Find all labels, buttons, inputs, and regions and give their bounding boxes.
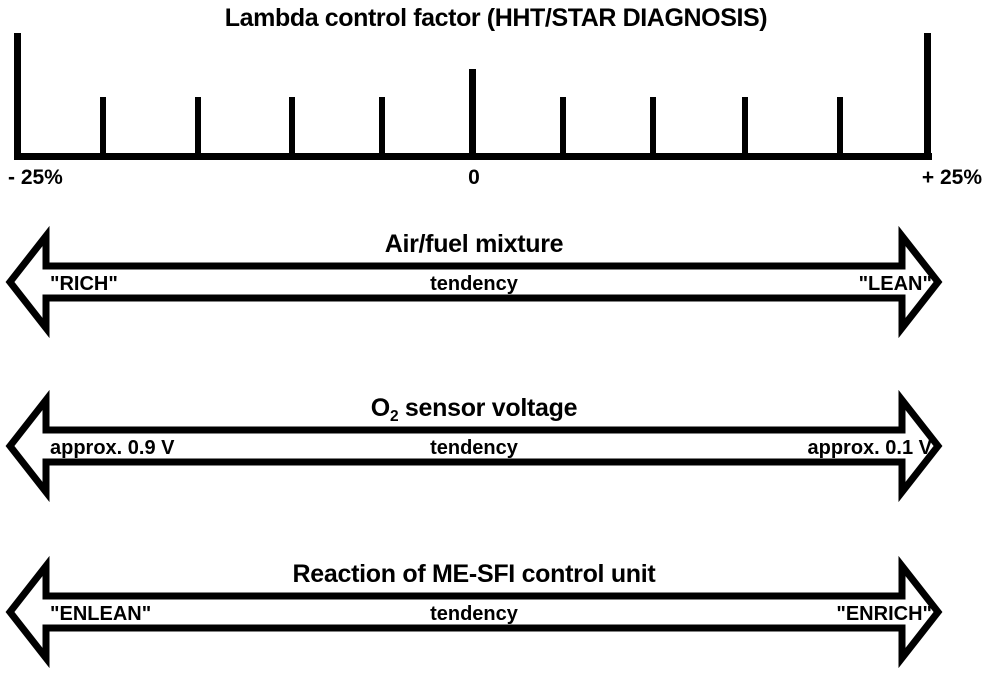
- tick-minor: [742, 97, 748, 157]
- band-o2-sensor-voltage: O2 sensor voltage approx. 0.9 V tendency…: [0, 389, 992, 507]
- tick-minor: [379, 97, 385, 157]
- band-title-suffix: sensor voltage: [398, 394, 578, 422]
- double-arrow-1: [5, 225, 943, 339]
- band-center-label: tendency: [430, 437, 518, 459]
- page-title: Lambda control factor (HHT/STAR DIAGNOSI…: [224, 4, 768, 32]
- double-arrow-2: [5, 389, 943, 503]
- axis-label-zero: 0: [468, 166, 480, 189]
- band-title-prefix: O: [370, 394, 390, 422]
- double-arrow-3: [5, 555, 943, 669]
- tick-minor: [560, 97, 566, 157]
- band-title: Air/fuel mixture: [384, 230, 564, 258]
- band-title: Reaction of ME-SFI control unit: [292, 560, 656, 588]
- band-left-label: approx. 0.9 V: [50, 437, 175, 459]
- band-right-label: "ENRICH": [836, 603, 932, 625]
- tick-minor: [289, 97, 295, 157]
- axis-label-max: + 25%: [921, 166, 982, 189]
- band-left-label: "RICH": [50, 273, 118, 295]
- double-headed-arrow-outline: [5, 555, 943, 669]
- tick-zero: [469, 69, 476, 157]
- tick-minus-25: [14, 33, 21, 157]
- double-headed-arrow-outline: [5, 225, 943, 339]
- lambda-scale: [14, 33, 932, 160]
- band-air-fuel-mixture: Air/fuel mixture "RICH" tendency "LEAN": [0, 225, 992, 343]
- tick-minor: [195, 97, 201, 157]
- band-title-subscript: 2: [389, 407, 399, 425]
- tick-minor: [650, 97, 656, 157]
- band-center-label: tendency: [430, 273, 518, 295]
- tick-plus-25: [924, 33, 931, 157]
- tick-minor: [100, 97, 106, 157]
- band-right-label: "LEAN": [858, 273, 932, 295]
- band-center-label: tendency: [430, 603, 518, 625]
- double-headed-arrow-outline: [5, 389, 943, 503]
- band-title: O2 sensor voltage: [0, 394, 948, 425]
- band-me-sfi-reaction: Reaction of ME-SFI control unit "ENLEAN"…: [0, 555, 992, 676]
- axis-label-min: - 25%: [8, 166, 63, 189]
- band-right-label: approx. 0.1 V: [807, 437, 933, 459]
- band-left-label: "ENLEAN": [50, 603, 152, 625]
- tick-minor: [837, 97, 843, 157]
